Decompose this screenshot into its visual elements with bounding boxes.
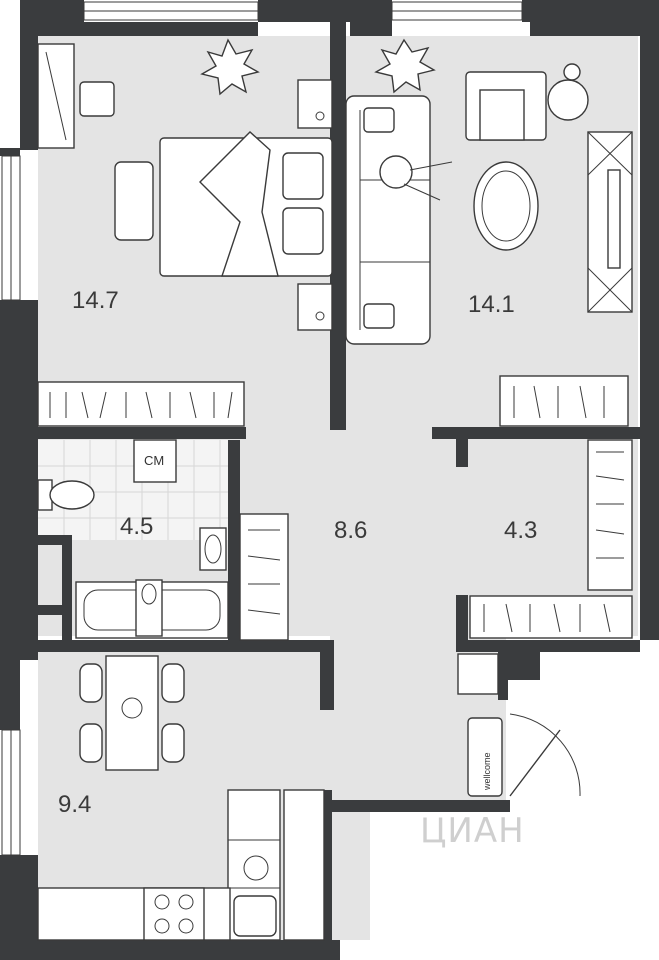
- entrance-door: [457, 653, 581, 797]
- washer-label: CM: [144, 453, 164, 468]
- area-wardrobe: 4.3: [504, 517, 537, 544]
- wardrobes: [37, 375, 633, 641]
- area-hallway: 8.6: [334, 517, 367, 544]
- room-area-labels: 14.7 14.1 4.5 8.6 4.3 9.4: [58, 287, 537, 818]
- area-bathroom: 4.5: [120, 513, 153, 540]
- living-room-furniture: [345, 38, 633, 345]
- watermark: ЦИАН: [420, 811, 525, 851]
- hangers: [49, 385, 625, 633]
- bathroom-fixtures: [37, 439, 229, 639]
- bedroom-furniture: [37, 38, 333, 331]
- area-living-room: 14.1: [468, 291, 515, 318]
- area-bedroom: 14.7: [72, 287, 119, 314]
- doormat-label: wellcome: [482, 752, 492, 791]
- area-kitchen: 9.4: [58, 791, 91, 818]
- windows: [1, 1, 523, 856]
- kitchen-furniture: [37, 655, 325, 941]
